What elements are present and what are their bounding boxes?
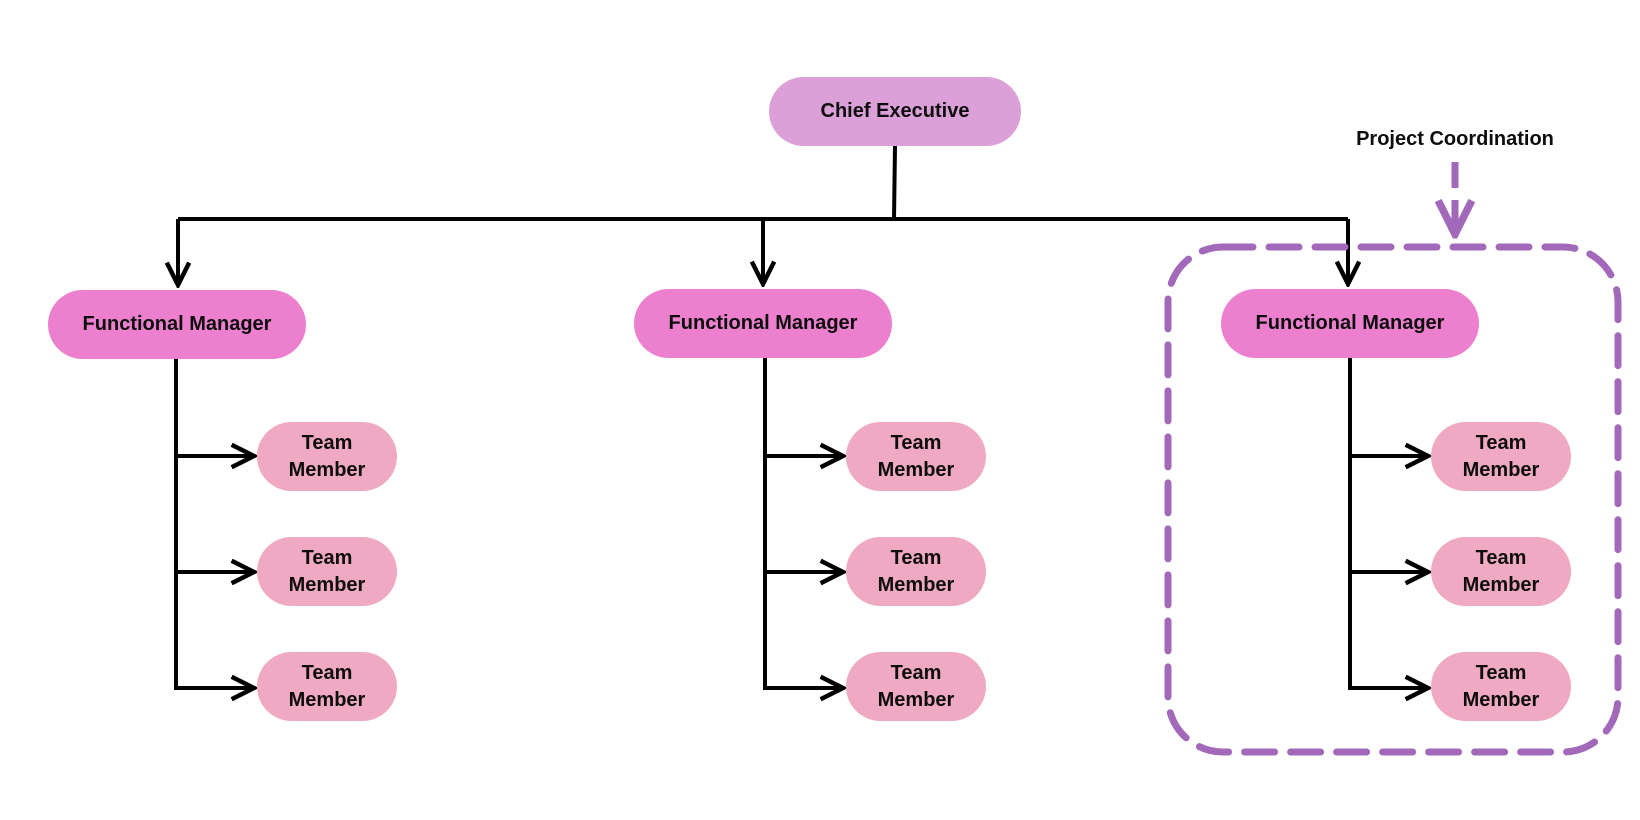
team-member-label-line-1: Team <box>1475 662 1527 684</box>
team-member-label-line-1: Team <box>890 432 942 454</box>
team-member-label-line-1: Team <box>890 547 942 569</box>
team-member-label-line-2: Member <box>1462 689 1540 711</box>
project-coordination-label: Project Coordination <box>1356 128 1554 150</box>
exec-trunk <box>892 145 897 220</box>
functional-manager-label: Functional Manager <box>668 312 858 334</box>
team-member-label-line-1: Team <box>1475 432 1527 454</box>
functional-manager-label: Functional Manager <box>82 313 272 335</box>
team-member-label-line-2: Member <box>877 459 955 481</box>
team-member-label-line-2: Member <box>288 459 366 481</box>
functional-manager-node-2: Functional Manager <box>634 289 892 358</box>
team-member-label-line-1: Team <box>1475 547 1527 569</box>
team-member-label-line-1: Team <box>301 662 353 684</box>
chief-executive-node: Chief Executive <box>769 77 1021 146</box>
team-member-label-line-1: Team <box>301 432 353 454</box>
functional-manager-label: Functional Manager <box>1255 312 1445 334</box>
team-member-label-line-2: Member <box>1462 574 1540 596</box>
project-coordination-boundary <box>1164 243 1622 756</box>
team-member-label-line-1: Team <box>890 662 942 684</box>
team-member-label-line-2: Member <box>288 574 366 596</box>
team-member-label-line-2: Member <box>877 689 955 711</box>
functional-manager-node-3: Functional Manager <box>1221 289 1479 358</box>
team-member-label-line-2: Member <box>877 574 955 596</box>
team-member-label-line-2: Member <box>288 689 366 711</box>
chief-executive-label: Chief Executive <box>820 100 970 122</box>
team-member-label-line-1: Team <box>301 547 353 569</box>
team-member-label-line-2: Member <box>1462 459 1540 481</box>
functional-manager-node-1: Functional Manager <box>48 290 306 359</box>
